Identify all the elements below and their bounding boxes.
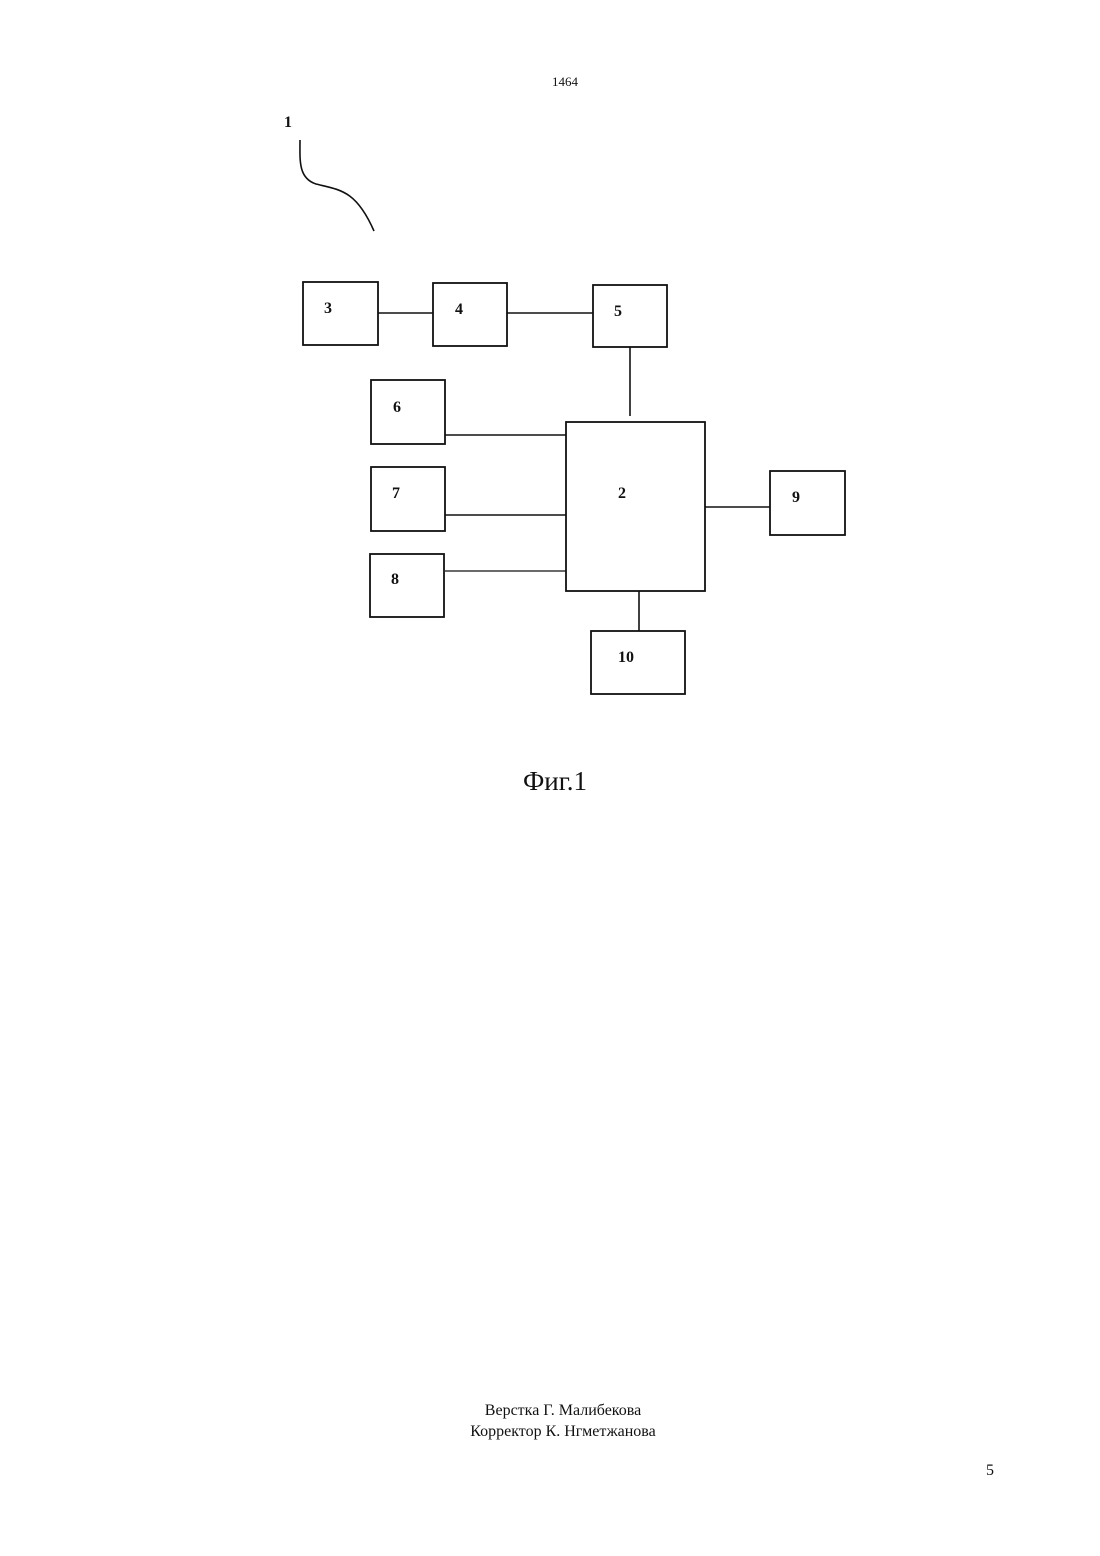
block-9: 9 (770, 471, 845, 535)
block-9-label: 9 (792, 489, 800, 506)
block-4-label: 4 (455, 301, 463, 318)
block-3: 3 (303, 282, 378, 345)
block-3-label: 3 (324, 300, 332, 317)
block-5: 5 (593, 285, 667, 347)
block-7: 7 (371, 467, 445, 531)
figure-caption: Фиг.1 (455, 766, 655, 797)
block-8-label: 8 (391, 571, 399, 588)
block-6-label: 6 (393, 399, 401, 416)
block-10: 10 (591, 631, 685, 694)
page-number: 5 (960, 1462, 1020, 1480)
block-4: 4 (433, 283, 507, 346)
corrector-credit: Корректор К. Нгметжанова (400, 1421, 726, 1442)
block-6: 6 (371, 380, 445, 444)
pointer-label-1: 1 (284, 114, 292, 131)
credits-block: Верстка Г. Малибекова Корректор К. Нгмет… (400, 1400, 726, 1442)
block-7-label: 7 (392, 485, 400, 502)
block-diagram: 1 3 4 5 6 7 (0, 0, 1100, 760)
layout-credit: Верстка Г. Малибекова (400, 1400, 726, 1421)
block-2-main: 2 (566, 422, 705, 591)
block-8: 8 (370, 554, 444, 617)
reference-pointer-line (300, 140, 374, 231)
block-10-label: 10 (618, 649, 634, 666)
block-2-label: 2 (618, 485, 626, 502)
block-5-label: 5 (614, 303, 622, 320)
